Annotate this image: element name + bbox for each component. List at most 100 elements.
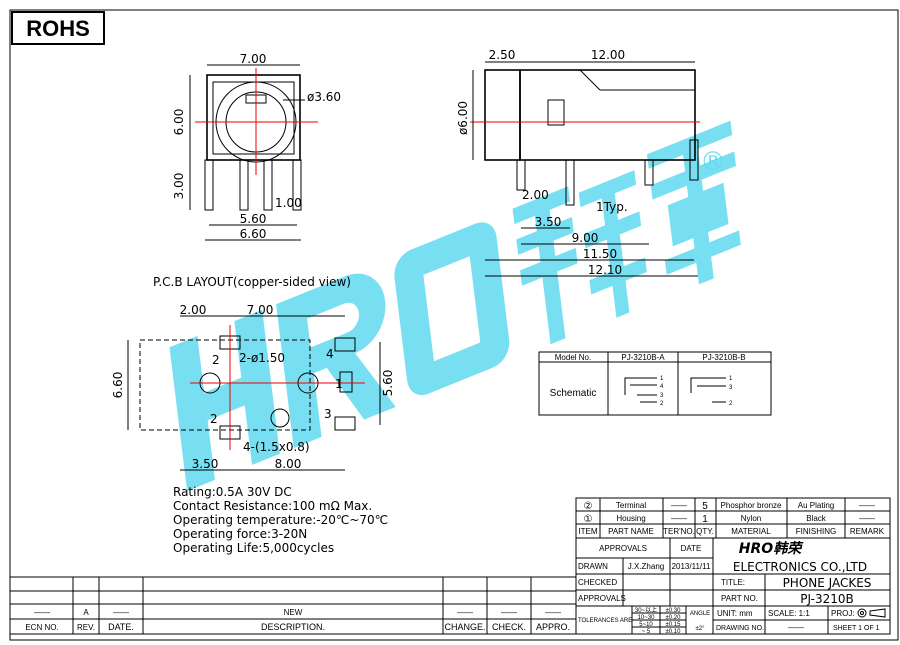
title-block: APPROVALS DATE HRO韩荣 ELECTRONICS CO.,LTD… <box>575 537 891 635</box>
dim-front-diameter: ø3.60 <box>307 90 341 104</box>
approvals-label: APPROVALS <box>578 594 626 603</box>
part-no: PJ-3210B <box>800 592 853 606</box>
bom-qty-1: 5 <box>702 501 708 512</box>
bom-finishing-2: Black <box>806 514 827 523</box>
rev-change: —— <box>457 608 473 617</box>
schematic-header-a: PJ-3210B-A <box>621 353 665 362</box>
dim-side-2: 12.00 <box>591 48 625 62</box>
pin-b-1: 1 <box>729 376 733 382</box>
rev-description: NEW <box>284 608 303 617</box>
date-header: DATE <box>681 544 702 553</box>
registered-mark: ® <box>700 147 726 177</box>
dim-front-height: 6.00 <box>172 109 186 136</box>
schematic-table: Model No. PJ-3210B-A PJ-3210B-B Schemati… <box>538 351 772 416</box>
checked-label: CHECKED <box>578 578 617 587</box>
dim-front-pin: 3.00 <box>172 173 186 200</box>
bom-ter-2: —— <box>671 514 687 523</box>
schematic-row-label: Schematic <box>550 388 597 399</box>
angle-value: ±2° <box>695 626 705 632</box>
bom-header-item: ITEM <box>578 527 597 536</box>
pcb-label-2b: 2 <box>210 412 218 426</box>
spec-temperature: Operating temperature:-20℃~70℃ <box>173 513 388 527</box>
pcb-hole-label: 2-ø1.50 <box>239 351 285 365</box>
tolerances-label: TOLERANCES ARE <box>578 618 632 624</box>
bom-item-2: ② <box>584 501 593 512</box>
pcb-dim-1: 2.00 <box>180 303 207 317</box>
company-logo: HRO韩荣 <box>739 540 804 557</box>
dim-front-totalwidth: 6.60 <box>240 227 267 241</box>
bom-material-1: Phosphor bronze <box>721 501 782 510</box>
drawing-no-label: DRAWING NO. <box>716 625 764 632</box>
rev-appro: —— <box>545 608 561 617</box>
bom-item-1: ① <box>584 514 593 525</box>
pcb-title: P.C.B LAYOUT(copper-sided view) <box>153 275 351 289</box>
tol-value-4: ±0.10 <box>666 629 682 635</box>
dim-front-width: 7.00 <box>240 52 267 66</box>
dim-side-8: 12.10 <box>588 263 622 277</box>
drawing-border <box>9 9 899 641</box>
pin-a-3: 3 <box>660 393 664 399</box>
pcb-label-4: 4 <box>326 347 334 361</box>
side-view: 2.50 12.00 ø6.00 2.00 1Typ. 3.50 9.00 11… <box>456 48 700 277</box>
bom-header-remark: REMARK <box>850 527 885 536</box>
part-no-label: PART NO. <box>721 594 758 603</box>
tol-range-1: 30~以上 <box>635 606 657 614</box>
pcb-label-2a: 2 <box>212 353 220 367</box>
bom-header-material: MATERIAL <box>731 527 771 536</box>
drawn-by: J.X.Zhang <box>628 562 664 571</box>
tol-range-2: 10~30 <box>638 615 656 621</box>
spec-resistance: Contact Resistance:100 mΩ Max. <box>173 499 372 513</box>
bom-qty-2: 1 <box>702 514 708 525</box>
pcb-dim-4: 8.00 <box>275 457 302 471</box>
pcb-label-1: 1 <box>335 377 343 391</box>
bom-remark-1: —— <box>859 501 875 510</box>
drawing-title: PHONE JACKES <box>783 576 872 590</box>
watermark-logo <box>169 120 741 492</box>
pcb-dim-2: 7.00 <box>247 303 274 317</box>
projection-symbol-icon <box>857 608 886 618</box>
pin-a-2: 2 <box>660 401 664 407</box>
schematic-header-model: Model No. <box>555 353 591 362</box>
rev-header-change: CHANGE. <box>444 622 485 632</box>
rev-letter: A <box>83 608 89 617</box>
dim-side-7: 11.50 <box>583 247 617 261</box>
bom-name-housing: Housing <box>616 514 645 523</box>
spec-rating: Rating:0.5A 30V DC <box>173 485 292 499</box>
bom-header-name: PART NAME <box>608 527 654 536</box>
pcb-pads-label: 4-(1.5x0.8) <box>243 440 310 454</box>
rohs-label: ROHS <box>26 16 90 41</box>
pcb-dim-right: 5.60 <box>381 370 395 397</box>
rev-ecn: —— <box>34 608 50 617</box>
pcb-dim-left: 6.60 <box>111 372 125 399</box>
angle-label: ANGLE <box>690 611 710 617</box>
rohs-badge <box>11 11 105 45</box>
rev-header-appro: APPRO. <box>536 622 570 632</box>
dim-side-6: 9.00 <box>572 231 599 245</box>
rev-header-check: CHECK. <box>492 622 526 632</box>
sheet-label: SHEET 1 OF 1 <box>833 625 880 632</box>
dim-side-4: 1Typ. <box>596 200 628 214</box>
specifications: Rating:0.5A 30V DC Contact Resistance:10… <box>173 485 388 555</box>
company-name: ELECTRONICS CO.,LTD <box>733 560 867 574</box>
rev-date: —— <box>113 608 129 617</box>
bom-finishing-1: Au Plating <box>798 501 834 510</box>
pin-b-3: 3 <box>729 385 733 391</box>
pin-a-4: 4 <box>660 384 664 390</box>
title-label: TITLE: <box>721 578 745 587</box>
tol-range-4: ~ 5 <box>642 629 651 635</box>
drawn-date: 2013/11/11 <box>672 562 711 571</box>
pcb-label-3: 3 <box>324 407 332 421</box>
tol-value-3: ±0.15 <box>666 622 682 628</box>
unit-label: UNIT: mm <box>717 609 753 618</box>
pcb-layout: P.C.B LAYOUT(copper-sided view) 2.00 7.0… <box>111 275 395 471</box>
schematic-header-b: PJ-3210B-B <box>702 353 745 362</box>
pin-b-2: 2 <box>729 401 733 407</box>
bom-header-finishing: FINISHING <box>796 527 836 536</box>
pin-a-1: 1 <box>660 376 664 382</box>
bom-ter-1: —— <box>671 501 687 510</box>
tol-range-3: 5~10 <box>639 622 653 628</box>
tol-value-1: ±0.30 <box>666 608 682 614</box>
dim-front-pinspan: 5.60 <box>240 212 267 226</box>
revision-table: —— A —— NEW —— —— —— ECN NO. REV. DATE. … <box>9 576 577 635</box>
pcb-dim-3: 3.50 <box>192 457 219 471</box>
